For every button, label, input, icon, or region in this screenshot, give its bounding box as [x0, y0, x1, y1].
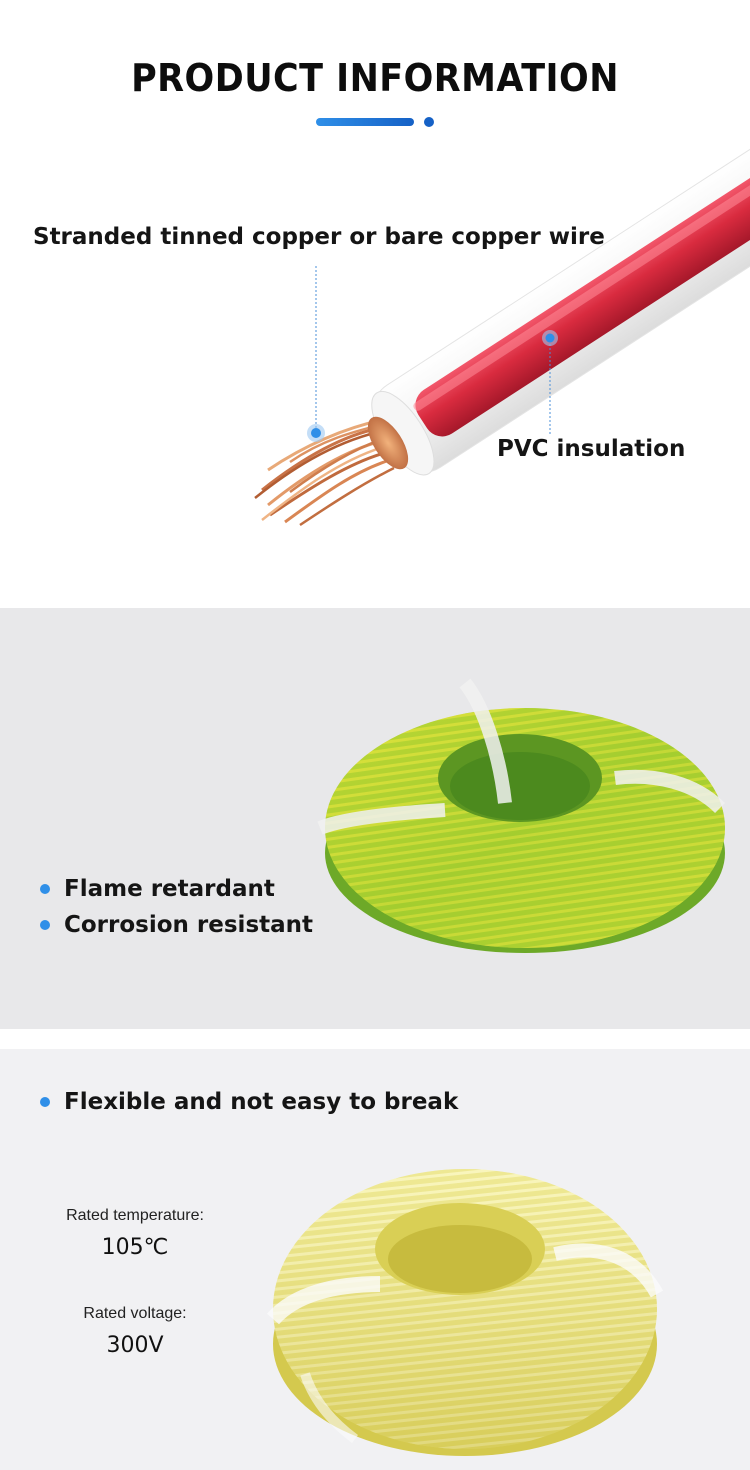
title-underline-bar [316, 118, 414, 126]
blue-dot-icon [40, 1097, 50, 1107]
callout-dot-icon [307, 424, 325, 442]
rated-temperature: Rated temperature: 105℃ [50, 1207, 220, 1260]
temperature-value: 105℃ [101, 1235, 169, 1260]
voltage-value: 300V [106, 1333, 164, 1358]
list-item: Flame retardant [40, 871, 313, 907]
feature-flame-retardant: Flame retardant [64, 876, 275, 902]
feature-corrosion-resistant: Corrosion resistant [64, 912, 314, 938]
callout-dot-icon [542, 330, 558, 346]
voltage-label: Rated voltage: [83, 1305, 187, 1322]
specs-section: Flexible and not easy to break Rated tem… [0, 1049, 750, 1470]
section-spacer [0, 1029, 750, 1049]
pvc-insulation [415, 156, 750, 437]
feature-list: Flame retardant Corrosion resistant [40, 871, 313, 943]
title-underline-dot [424, 117, 434, 127]
flexibility-text: Flexible and not easy to break [64, 1089, 459, 1115]
product-info-section: PRODUCT INFORMATION [0, 0, 750, 608]
green-yellow-coil-image [317, 678, 725, 953]
outer-jacket [371, 140, 750, 476]
insulation-label: PVC insulation [497, 436, 686, 462]
page-title: PRODUCT INFORMATION [131, 56, 619, 100]
temperature-label: Rated temperature: [66, 1207, 204, 1224]
conductor-label: Stranded tinned copper or bare copper wi… [33, 224, 605, 250]
flexibility-headline: Flexible and not easy to break [40, 1089, 458, 1115]
features-section: Flame retardant Corrosion resistant [0, 608, 750, 1029]
list-item: Corrosion resistant [40, 907, 313, 943]
rated-voltage: Rated voltage: 300V [50, 1305, 220, 1358]
blue-dot-icon [40, 920, 50, 930]
yellow-coil-image [266, 1169, 664, 1456]
copper-strands [254, 416, 409, 527]
blue-dot-icon [40, 884, 50, 894]
wire-illustration [254, 140, 750, 527]
